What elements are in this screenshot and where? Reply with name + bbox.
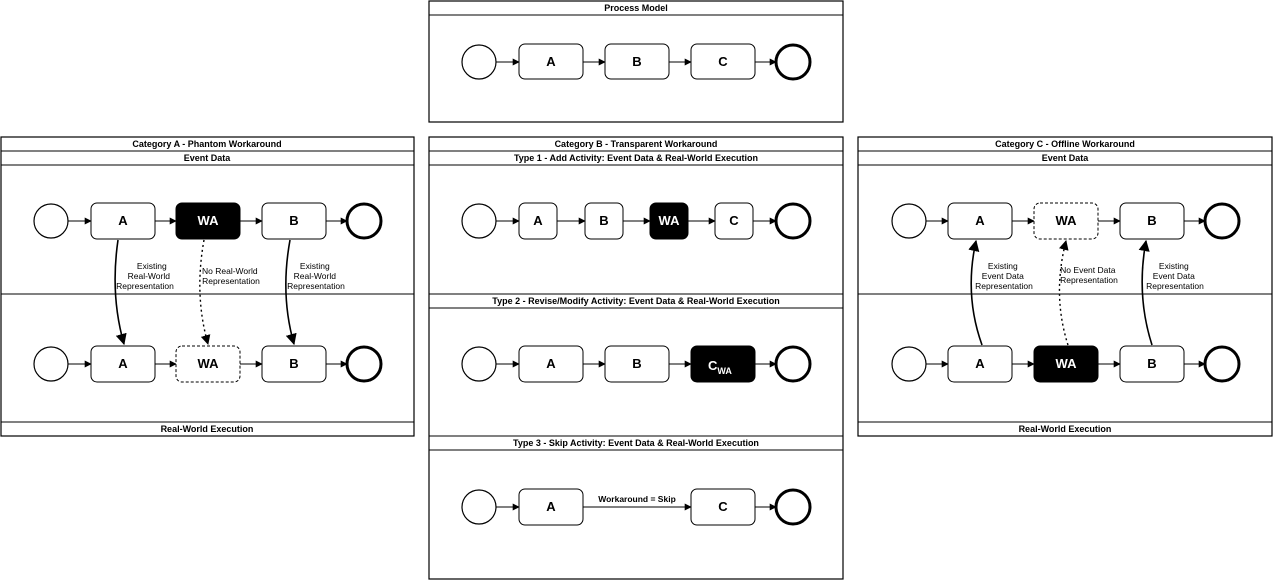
mapping-arrow bbox=[1138, 239, 1153, 346]
category-a-title: Category A - Phantom Workaround bbox=[132, 139, 281, 149]
end-event bbox=[345, 345, 383, 383]
start-event bbox=[33, 203, 69, 239]
end-event bbox=[774, 345, 812, 383]
start-event bbox=[461, 44, 497, 80]
start-event bbox=[461, 346, 497, 382]
workaround-label: WA bbox=[1056, 356, 1078, 371]
type2-title: Type 2 - Revise/Modify Activity: Event D… bbox=[492, 296, 779, 306]
end-event bbox=[1203, 202, 1241, 240]
activity-label: A bbox=[546, 499, 556, 514]
category-b-panel: Category B - Transparent Workaround Type… bbox=[428, 136, 844, 580]
mapping-arrow bbox=[968, 239, 983, 346]
workaround-label: WA bbox=[659, 213, 681, 228]
category-b-title: Category B - Transparent Workaround bbox=[555, 139, 718, 149]
category-c-top-label: Event Data bbox=[1042, 153, 1090, 163]
activity-label: A bbox=[975, 356, 985, 371]
mapping-arrow bbox=[285, 239, 297, 346]
activity-label: B bbox=[599, 213, 608, 228]
activity-label: A bbox=[546, 54, 556, 69]
activity-label: B bbox=[632, 54, 641, 69]
activity-label: B bbox=[632, 356, 641, 371]
start-event bbox=[891, 203, 927, 239]
workaround-label: WA bbox=[198, 213, 220, 228]
activity-label: A bbox=[975, 213, 985, 228]
activity-label: A bbox=[118, 356, 128, 371]
activity-label: A bbox=[118, 213, 128, 228]
annotation-right: Existing Real-World Representation bbox=[287, 261, 345, 291]
skip-label: Workaround = Skip bbox=[598, 494, 676, 504]
mapping-arrow-dotted bbox=[199, 239, 211, 345]
start-event bbox=[33, 346, 69, 382]
start-event bbox=[461, 489, 497, 525]
end-event bbox=[345, 202, 383, 240]
category-a-top-label: Event Data bbox=[184, 153, 232, 163]
category-c-panel: Category C - Offline Workaround Event Da… bbox=[857, 136, 1273, 437]
workaround-label: WA bbox=[198, 356, 220, 371]
modified-activity-label: CWA bbox=[708, 358, 732, 376]
annotation-middle: No Real-World Representation bbox=[202, 266, 260, 286]
start-event bbox=[891, 346, 927, 382]
category-c-title: Category C - Offline Workaround bbox=[995, 139, 1135, 149]
mapping-arrow-dotted bbox=[1058, 240, 1069, 346]
end-event bbox=[774, 202, 812, 240]
end-event bbox=[774, 488, 812, 526]
end-event bbox=[774, 43, 812, 81]
annotation-left: Existing Event Data Representation bbox=[975, 261, 1033, 291]
annotation-middle: No Event Data Representation bbox=[1060, 265, 1118, 285]
annotation-right: Existing Event Data Representation bbox=[1146, 261, 1204, 291]
category-a-panel: Category A - Phantom Workaround Event Da… bbox=[0, 136, 415, 437]
end-event bbox=[1203, 345, 1241, 383]
category-c-bottom-label: Real-World Execution bbox=[1019, 424, 1112, 434]
workaround-node-dashed bbox=[1033, 202, 1099, 240]
annotation-left: Existing Real-World Representation bbox=[116, 261, 174, 291]
type1-title: Type 1 - Add Activity: Event Data & Real… bbox=[514, 153, 758, 163]
activity-label: C bbox=[718, 54, 728, 69]
workaround-label: WA bbox=[1056, 213, 1078, 228]
process-model-title: Process Model bbox=[604, 3, 668, 13]
activity-label: B bbox=[289, 356, 298, 371]
mapping-arrow bbox=[114, 239, 127, 346]
start-event bbox=[461, 203, 497, 239]
category-a-bottom-label: Real-World Execution bbox=[161, 424, 254, 434]
activity-label: B bbox=[1147, 213, 1156, 228]
activity-label: A bbox=[533, 213, 543, 228]
activity-label: C bbox=[718, 499, 728, 514]
activity-label: B bbox=[1147, 356, 1156, 371]
activity-label: B bbox=[289, 213, 298, 228]
type3-title: Type 3 - Skip Activity: Event Data & Rea… bbox=[513, 438, 759, 448]
activity-label: A bbox=[546, 356, 556, 371]
process-model-panel: Process Model A B C bbox=[428, 0, 844, 123]
workaround-node-dashed bbox=[175, 345, 241, 383]
activity-label: C bbox=[729, 213, 739, 228]
modified-activity-node bbox=[690, 345, 756, 383]
